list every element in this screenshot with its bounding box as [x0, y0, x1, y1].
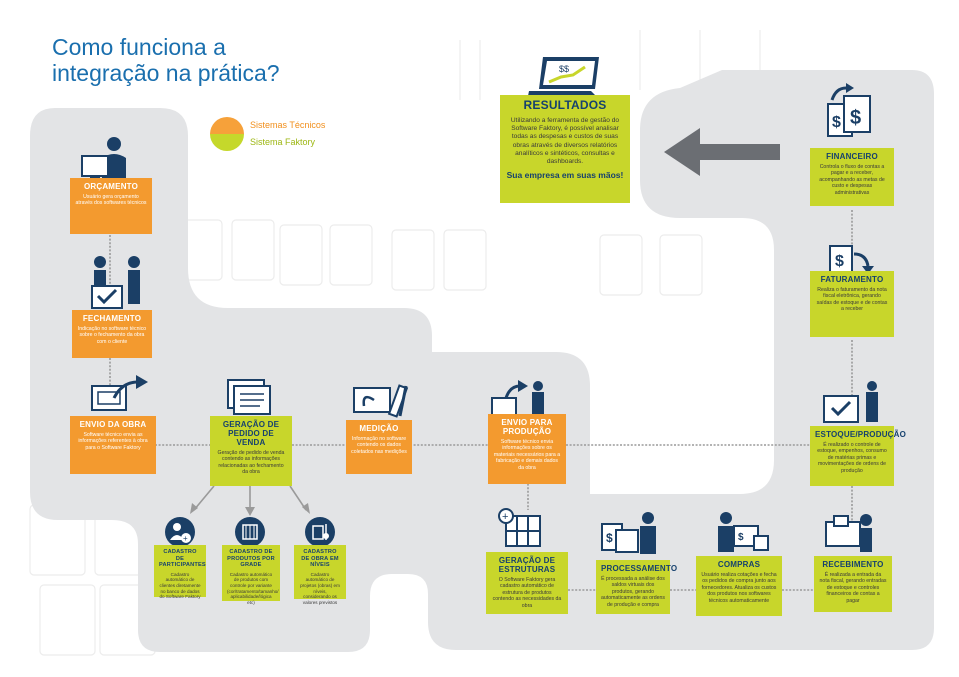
envio-obra-description: Software técnico envia as informações re… — [78, 432, 148, 451]
process-path — [30, 70, 934, 652]
arrow-to-results — [664, 128, 780, 176]
financeiro-card: FINANCEIRO Controla o fluxo de contas a … — [810, 148, 894, 206]
handshake-check-icon — [91, 256, 140, 309]
send-monitor-icon — [91, 375, 148, 411]
legend-orange-swatch — [210, 117, 244, 134]
purchase-icon: $ — [718, 512, 769, 552]
add-participant-icon: + — [165, 517, 195, 547]
svg-text:$: $ — [832, 114, 841, 131]
recebimento-title: RECEBIMENTO — [822, 560, 884, 569]
medicao-card: MEDIÇÃO Informação no software contendo … — [346, 420, 412, 474]
geracao-estruturas-card: GERAÇÃO DE ESTRUTURAS O Software Faktory… — [486, 552, 568, 614]
processing-icon: $ — [601, 512, 656, 554]
estoque-producao-card: ESTOQUE/PRODUÇÃO É realizado o controle … — [810, 426, 907, 486]
stock-production-icon — [823, 381, 878, 423]
recebimento-card: RECEBIMENTO É realizada a entrada da not… — [814, 556, 892, 612]
pedido-venda-title: GERAÇÃO DE PEDIDO DE VENDA — [222, 420, 280, 447]
structure-grid-icon: + — [498, 508, 541, 547]
measurement-icon — [353, 384, 409, 418]
medicao-title: MEDIÇÃO — [359, 424, 399, 433]
cadastro-participantes-title: CADASTRO DE PARTICIPANTES — [159, 549, 206, 569]
financeiro-description: Controla o fluxo de contas a pagar e a r… — [819, 164, 885, 196]
resultados-title: RESULTADOS — [523, 98, 607, 112]
receiving-icon — [825, 514, 872, 552]
envio-obra-card: ENVIO DA OBRA Software técnico envia as … — [70, 416, 156, 474]
resultados-card: RESULTADOS Utilizando a ferramenta de ge… — [500, 95, 630, 203]
cadastro-obra-niveis-description: Cadastro automático de projetos (obras) … — [300, 571, 340, 605]
envio-obra-title: ENVIO DA OBRA — [79, 420, 147, 429]
svg-text:$$: $$ — [559, 64, 569, 74]
estoque-producao-title: ESTOQUE/PRODUÇÃO — [815, 430, 907, 439]
svg-text:$: $ — [738, 532, 744, 543]
title-line-1: Como funciona a — [52, 34, 226, 60]
recebimento-description: É realizada a entrada da nota fiscal, ge… — [819, 572, 887, 604]
faturamento-title: FATURAMENTO — [820, 275, 884, 284]
pedido-venda-card: GERAÇÃO DE PEDIDO DE VENDA Geração de pe… — [210, 416, 292, 486]
svg-text:+: + — [502, 511, 508, 523]
orcamento-description: Usuário gera orçamento através dos softw… — [75, 194, 147, 207]
svg-text:+: + — [183, 534, 188, 543]
envio-producao-title: ENVIO PARA PRODUÇÃO — [501, 418, 553, 436]
estoque-producao-description: É realizado o controle de estoque, empen… — [817, 442, 887, 474]
pedido-venda-description: Geração de pedido de venda contendo as i… — [217, 450, 285, 476]
legend-label-technical: Sistemas Técnicos — [250, 120, 326, 130]
legend-green-swatch — [210, 134, 244, 151]
cadastro-produtos-title: CADASTRO DE PRODUTOS POR GRADE — [227, 549, 275, 569]
fechamento-card: FECHAMENTO Indicação no software técnico… — [72, 310, 152, 358]
svg-text:$: $ — [835, 253, 844, 270]
geracao-estruturas-title: GERAÇÃO DE ESTRUTURAS — [498, 556, 556, 574]
product-grid-icon — [235, 517, 265, 547]
financeiro-title: FINANCEIRO — [826, 152, 878, 161]
cadastro-produtos-description: Cadastro automático de produtos com cont… — [227, 571, 279, 605]
title-line-2: integração na prática? — [52, 60, 280, 86]
cadastro-obra-niveis-title: CADASTRO DE OBRA EM NÍVEIS — [301, 549, 339, 569]
faturamento-card: FATURAMENTO Realiza o faturamento da not… — [810, 271, 894, 337]
resultados-description: Utilizando a ferramenta de gestão do Sof… — [510, 117, 620, 166]
svg-text:$: $ — [850, 107, 861, 129]
cadastro-participantes-description: Cadastro automático de clientes diretame… — [159, 571, 201, 600]
resultados-highlight: Sua empresa em suas mãos! — [506, 170, 624, 181]
compras-description: Usuário realiza cotações e fecha os pedi… — [701, 572, 777, 604]
work-levels-icon — [305, 517, 335, 547]
processamento-title: PROCESSAMENTO — [601, 564, 678, 573]
processamento-description: É processada a análise dos saldos virtua… — [601, 576, 666, 608]
fechamento-title: FECHAMENTO — [82, 314, 142, 323]
medicao-description: Informação no software contendo os dados… — [351, 436, 407, 455]
send-production-icon — [491, 380, 544, 418]
processamento-card: PROCESSAMENTO É processada a análise dos… — [596, 560, 678, 614]
compras-title: COMPRAS — [717, 560, 761, 569]
user-computer-icon — [81, 137, 126, 182]
legend-label-faktory: Sistema Faktory — [250, 137, 316, 147]
faturamento-description: Realiza o faturamento da nota fiscal ele… — [816, 287, 888, 313]
geracao-estruturas-description: O Software Faktory gera cadastro automát… — [492, 577, 562, 609]
order-documents-icon — [227, 379, 271, 415]
orcamento-title: ORÇAMENTO — [83, 182, 139, 191]
svg-text:$: $ — [606, 531, 613, 545]
compras-card: COMPRAS Usuário realiza cotações e fecha… — [696, 556, 782, 616]
cadastro-obra-niveis-card: CADASTRO DE OBRA EM NÍVEIS Cadastro auto… — [294, 545, 346, 605]
envio-producao-description: Software técnico envia informações sobre… — [493, 439, 561, 471]
cadastro-participantes-card: CADASTRO DE PARTICIPANTES Cadastro autom… — [154, 545, 206, 600]
orcamento-card: ORÇAMENTO Usuário gera orçamento através… — [70, 178, 152, 234]
fechamento-description: Indicação no software técnico sobre o fe… — [77, 326, 147, 345]
page-title: Como funciona a integração na prática? — [52, 34, 280, 86]
envio-producao-card: ENVIO PARA PRODUÇÃO Software técnico env… — [488, 414, 566, 484]
finance-documents-icon: $ $ — [827, 83, 871, 137]
cadastro-produtos-card: CADASTRO DE PRODUTOS POR GRADE Cadastro … — [222, 545, 280, 605]
